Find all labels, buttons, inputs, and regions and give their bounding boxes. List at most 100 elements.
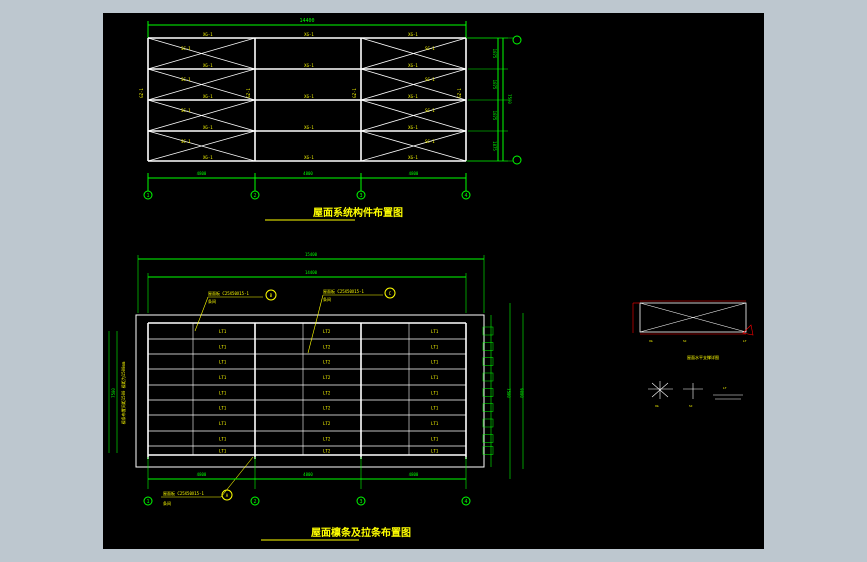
- axis-bubble: [143, 496, 153, 506]
- axis-label: 2: [253, 193, 256, 199]
- axis-bubble: [356, 496, 366, 506]
- side-dim-text: 1875: [492, 141, 497, 151]
- detail-label: LT: [743, 339, 747, 343]
- axis-label: 2: [253, 499, 256, 505]
- roof-member-plan-title: 屋面系统构件布置图: [313, 206, 403, 219]
- detail-label: SC: [683, 339, 687, 343]
- column-label: GZ-1: [139, 88, 144, 98]
- detail-label: XG: [655, 404, 659, 408]
- leader-note: 条间: [323, 296, 331, 302]
- purlin-label: LT1: [431, 391, 439, 396]
- purlin-layout-plan-title: 屋面檩条及拉条布置图: [311, 526, 411, 539]
- bay-dim-text: 4800: [303, 171, 313, 176]
- brace-detail-title: 屋面水平支撑详图: [687, 354, 719, 360]
- roof-edge-outline: [135, 314, 485, 468]
- purlin-label: LT2: [323, 437, 331, 442]
- member-label: XG-1: [203, 63, 213, 68]
- member-label: XG-1: [304, 94, 314, 99]
- brace-diagonal: [360, 130, 467, 162]
- node-line: [651, 382, 669, 398]
- member-label: XG-1: [304, 63, 314, 68]
- dim-box: [482, 446, 494, 455]
- brace-label: SC-1: [181, 108, 191, 113]
- detail-mark: [221, 489, 233, 501]
- member-label: XG-1: [408, 32, 418, 37]
- purlin-label: LT1: [219, 375, 227, 380]
- detail-label: XG: [649, 339, 653, 343]
- overall-dim-text: 14400: [299, 18, 314, 24]
- side-dim-text: 1875: [492, 80, 497, 90]
- purlin-label: LT1: [431, 329, 439, 334]
- detail-label: SC: [689, 404, 693, 408]
- leader-note: 屋面板 C25X50X15-1: [323, 288, 364, 294]
- column-label: GZ-1: [246, 88, 251, 98]
- bay-dim-text: 4800: [303, 472, 313, 477]
- member-label: XG-1: [304, 125, 314, 130]
- member-label: XG-1: [203, 94, 213, 99]
- purlin-label: LT1: [219, 345, 227, 350]
- member-label: XG-1: [203, 155, 213, 160]
- member-label: XG-1: [203, 32, 213, 37]
- brace-label: SC-1: [181, 46, 191, 51]
- purlin-label: LT1: [431, 437, 439, 442]
- member-label: XG-1: [408, 155, 418, 160]
- side-dim-text: 1875: [492, 111, 497, 121]
- axis-bubble: [143, 190, 153, 200]
- brace-label: SC-1: [425, 46, 435, 51]
- leader-line: [194, 296, 209, 332]
- brace-diagonal: [147, 37, 256, 70]
- dim-box: [482, 372, 494, 382]
- leader-note: 条间: [163, 500, 171, 506]
- axis-label: 3: [359, 193, 362, 199]
- purlin-label: LT2: [323, 391, 331, 396]
- brace-diagonal: [147, 99, 256, 132]
- purlin-label: LT1: [219, 329, 227, 334]
- bay-dim-text: 4800: [409, 171, 419, 176]
- dim-box: [482, 326, 494, 336]
- member-label: XG-1: [203, 125, 213, 130]
- side-total-outer-text: 9000: [519, 388, 524, 398]
- overall-dim-text: 14400: [305, 270, 318, 275]
- axis-label: 4: [464, 193, 467, 199]
- brace-diagonal: [360, 37, 467, 70]
- axis-label: 1: [146, 499, 149, 505]
- purlin-label: LT1: [431, 360, 439, 365]
- brace-diagonal: [360, 99, 467, 132]
- bay-dim-text: 4800: [409, 472, 419, 477]
- purlin-label: LT2: [323, 406, 331, 411]
- column-label: GZ-1: [457, 88, 462, 98]
- detail-mark-text: C: [389, 291, 392, 296]
- purlin-label: LT1: [219, 449, 227, 454]
- purlin-label: LT2: [323, 421, 331, 426]
- brace-diagonal: [147, 130, 256, 162]
- axis-bubble: [356, 190, 366, 200]
- brace-label: SC-1: [425, 77, 435, 82]
- leader-note: 条间: [208, 298, 216, 304]
- purlin-label: LT1: [219, 406, 227, 411]
- dim-box: [482, 342, 494, 351]
- axis-bubble: [250, 496, 260, 506]
- vertical-note: 檩条布置间距1500 檩距为1500mm: [120, 361, 126, 424]
- dim-box: [482, 434, 494, 443]
- leader-line: [220, 456, 254, 498]
- axis-label: 1: [146, 193, 149, 199]
- detail-mark-text: B: [270, 293, 273, 298]
- dim-box: [482, 357, 494, 366]
- brace-label: SC-1: [425, 139, 435, 144]
- axis-bubble: [250, 190, 260, 200]
- dim-box: [482, 388, 494, 397]
- purlin-label: LT1: [431, 345, 439, 350]
- brace-diagonal: [360, 68, 467, 101]
- axis-bubble-a: [512, 35, 522, 45]
- purlin-label: LT1: [219, 437, 227, 442]
- member-label: XG-1: [304, 155, 314, 160]
- purlin-label: LT1: [431, 375, 439, 380]
- purlin-label: LT2: [323, 329, 331, 334]
- column-label: GZ-1: [352, 88, 357, 98]
- brace-label: SC-1: [425, 108, 435, 113]
- red-marker: [742, 324, 754, 336]
- member-label: XG-1: [304, 32, 314, 37]
